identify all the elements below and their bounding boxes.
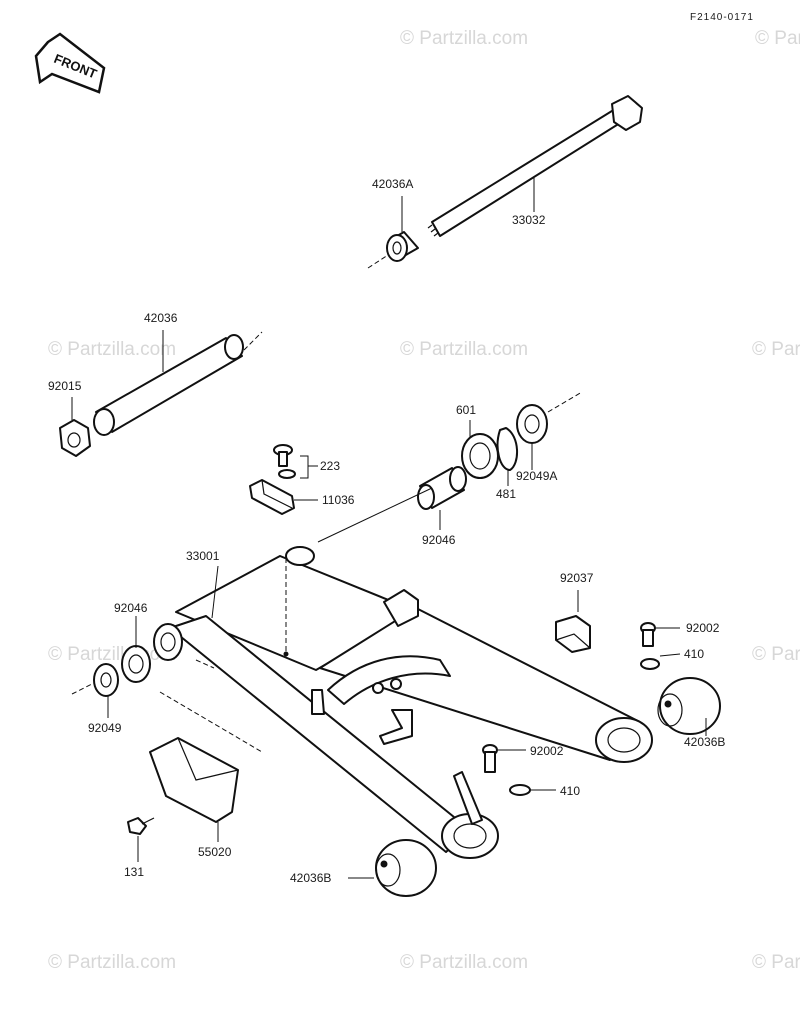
leader-line [300,455,318,479]
collar-42036A [386,231,419,262]
swingarm-33001 [153,546,653,859]
leader-line [659,653,681,657]
collar-42036B-right [657,677,721,735]
needle-bearing-92046-left [121,645,151,683]
part-label-42036A: 42036A [372,177,413,191]
watermark: © Partzilla.com [755,28,800,49]
part-label-92046-left: 92046 [114,601,148,615]
ball-bearing-601 [461,433,499,479]
chain-slider-92037 [555,615,591,653]
bolt-92002-right [640,622,656,647]
bolt-92002-mid [482,744,498,773]
assembly-line [317,487,433,543]
part-label-92046-top: 92046 [422,533,456,547]
collar-42036B-bottom [375,839,437,897]
part-label-92049A: 92049A [516,469,557,483]
assembly-line [195,659,215,669]
front-arrow-icon: FRONT [34,32,106,94]
seal-92049 [93,663,119,697]
watermark: © Partzilla.com [752,952,800,973]
part-label-131: 131 [124,865,144,879]
part-label-92002-right: 92002 [686,621,720,635]
watermark: © Partzilla.com [400,952,528,973]
washer-410-right [640,658,660,670]
assembly-line [71,683,93,695]
part-label-410-right: 410 [684,647,704,661]
watermark-layer: © Partzilla.com © Partzilla.com © Partzi… [48,28,800,973]
watermark: © Partzilla.com [48,952,176,973]
watermark: © Partzilla.com [48,339,176,360]
circlip-481 [496,427,518,471]
part-label-42036B-bottom: 42036B [290,871,331,885]
part-label-11036: 11036 [322,493,355,507]
assembly-line [243,331,263,351]
part-label-410-mid: 410 [560,784,580,798]
part-label-33001: 33001 [186,549,220,563]
chain-guide-11036 [249,479,295,515]
nut-92015 [59,419,91,457]
leader-line [211,565,219,619]
part-label-223: 223 [320,459,340,473]
part-label-42036B-right: 42036B [684,735,725,749]
part-label-55020: 55020 [198,845,232,859]
sleeve-42036 [93,334,244,436]
part-label-92049: 92049 [88,721,122,735]
seal-92049A [516,404,548,444]
needle-bearing-92046-top [417,466,467,510]
chain-guard-55020 [149,737,239,823]
part-label-481: 481 [496,487,516,501]
part-label-92015: 92015 [48,379,82,393]
part-label-601: 601 [456,403,476,417]
bolt-131 [127,817,155,835]
watermark: © Partzilla.com [400,339,528,360]
bolt-223 [273,444,296,479]
pivot-shaft [427,95,643,237]
diagram-code: F2140-0171 [690,12,754,23]
watermark: © Partzilla.com [752,644,800,665]
part-label-33032: 33032 [512,213,546,227]
part-label-42036: 42036 [144,311,178,325]
assembly-line [547,391,583,413]
part-label-92002-mid: 92002 [530,744,564,758]
part-label-92037: 92037 [560,571,594,585]
assembly-line [367,254,389,269]
assembly-line [159,691,263,753]
watermark: © Partzilla.com [400,28,528,49]
part-labels: 42036A 33032 42036 92015 601 223 11036 9… [48,177,725,885]
washer-410-mid [509,784,531,796]
watermark: © Partzilla.com [752,339,800,360]
